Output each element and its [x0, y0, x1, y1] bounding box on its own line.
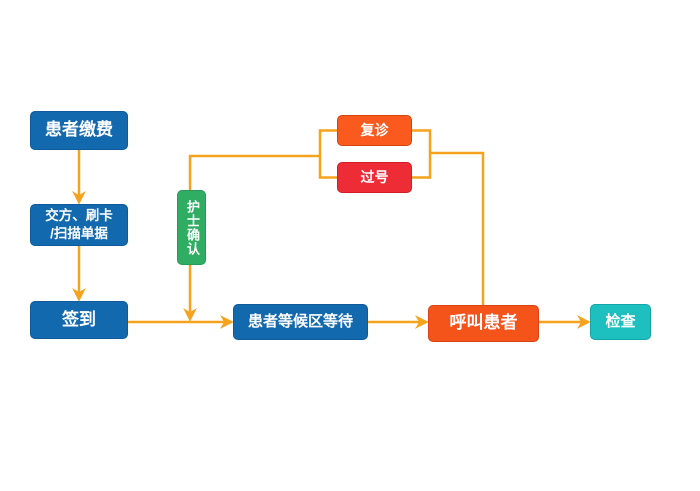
- node-exam: 检查: [590, 304, 651, 340]
- connector-nurse-to-bracket: [188, 154, 320, 190]
- node-sign-in: 签到: [30, 301, 128, 339]
- node-waiting-area: 患者等候区等待: [233, 304, 368, 340]
- node-missed-number: 过号: [337, 162, 412, 193]
- node-call-patient: 呼叫患者: [428, 305, 539, 342]
- node-submit-swipe: 交方、刷卡 /扫描单据: [30, 204, 128, 246]
- connector-right-bracket: [412, 129, 432, 179]
- node-revisit: 复诊: [337, 115, 412, 146]
- node-nurse-confirm: 护士确认: [177, 190, 206, 265]
- node-patient-pay: 患者缴费: [30, 111, 128, 150]
- connector-left-bracket: [318, 129, 337, 179]
- connector-bracket-to-call: [430, 151, 485, 305]
